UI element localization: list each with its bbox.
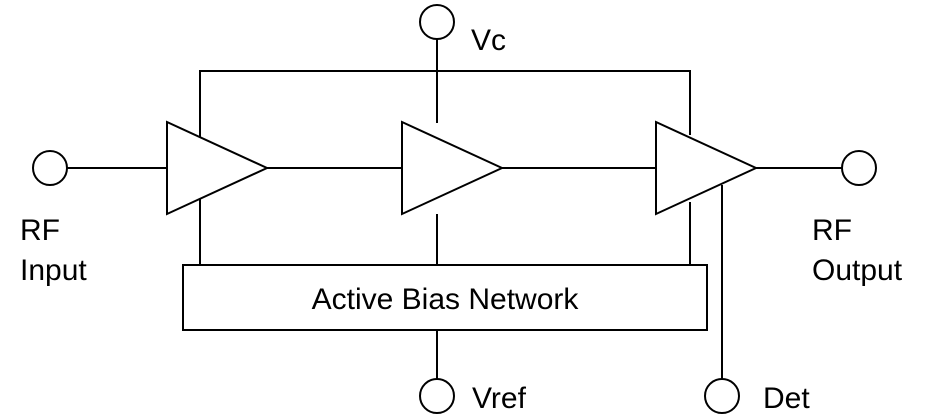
rf-input-terminal <box>32 150 68 186</box>
rf-input-label-line1: RF <box>20 214 60 247</box>
vc-bus-wire <box>199 70 691 138</box>
vc-label: Vc <box>471 24 506 57</box>
amplifier-stage-2 <box>401 120 505 216</box>
vc-terminal <box>419 4 455 40</box>
rf-output-label-line1: RF <box>812 214 852 247</box>
det-label: Det <box>763 382 810 415</box>
amplifier-stage-3 <box>655 120 759 216</box>
active-bias-network-block <box>182 264 708 331</box>
rf-output-terminal <box>841 150 877 186</box>
rf-input-label-line2: Input <box>20 254 87 287</box>
active-bias-network-label: Active Bias Network <box>312 283 580 316</box>
vref-terminal <box>419 378 455 414</box>
rf-output-label-line2: Output <box>812 254 903 287</box>
det-terminal <box>704 378 740 414</box>
amplifier-stage-1 <box>166 120 270 216</box>
vref-label: Vref <box>472 382 527 415</box>
